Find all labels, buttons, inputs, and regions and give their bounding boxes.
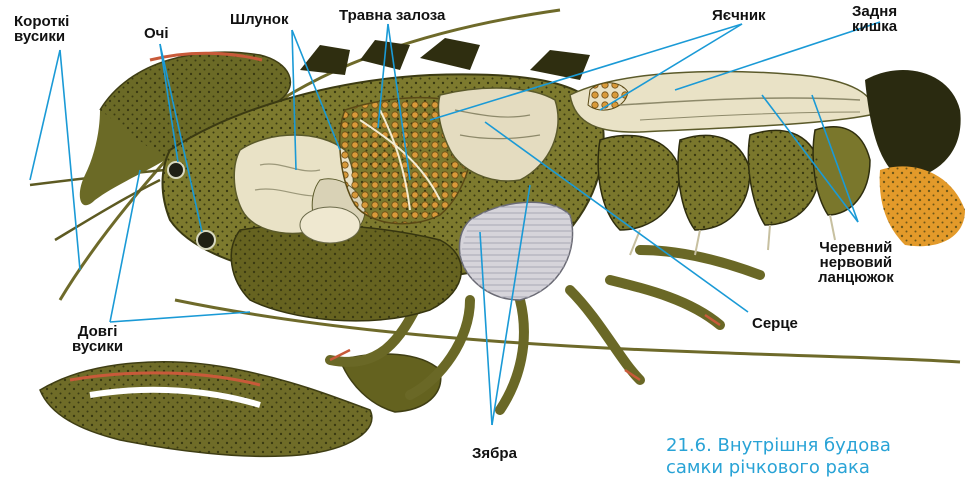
figure-caption-line2: самки річкового рака [666, 457, 891, 479]
label-heart: Серце [752, 316, 798, 331]
label-hindgut-line1: Задня [852, 4, 897, 19]
figure-caption: 21.6. Внутрішня будова самки річкового р… [666, 435, 891, 479]
label-eyes: Очі [144, 26, 169, 41]
figure-number: 21.6. [666, 435, 712, 456]
abdomen-texture [598, 130, 820, 230]
label-ventral-nerve-cord-line1: Черевний [818, 240, 894, 255]
label-hindgut-line2: кишка [852, 19, 897, 34]
figure-caption-text: Внутрішня будова [718, 435, 891, 456]
label-ventral-nerve-cord-line2: нервовий [818, 255, 894, 270]
label-long-antennae-line2: вусики [72, 339, 123, 354]
label-long-antennae: Довгі вусики [72, 324, 123, 354]
label-short-antennae-line1: Короткі [14, 14, 69, 29]
label-hindgut: Задня кишка [852, 4, 897, 34]
label-ventral-nerve-cord-line3: ланцюжок [818, 270, 894, 285]
label-digestive-gland: Травна залоза [339, 8, 445, 23]
label-stomach: Шлунок [230, 12, 288, 27]
lower-claw [40, 354, 441, 456]
tail-fan [865, 70, 965, 246]
label-short-antennae: Короткі вусики [14, 14, 69, 44]
label-long-antennae-line1: Довгі [72, 324, 123, 339]
figure-caption-line1: 21.6. Внутрішня будова [666, 435, 891, 457]
label-ovary: Яєчник [712, 8, 766, 23]
label-ventral-nerve-cord: Черевний нервовий ланцюжок [818, 240, 894, 285]
label-gills: Зябра [472, 446, 517, 461]
label-short-antennae-line2: вусики [14, 29, 69, 44]
